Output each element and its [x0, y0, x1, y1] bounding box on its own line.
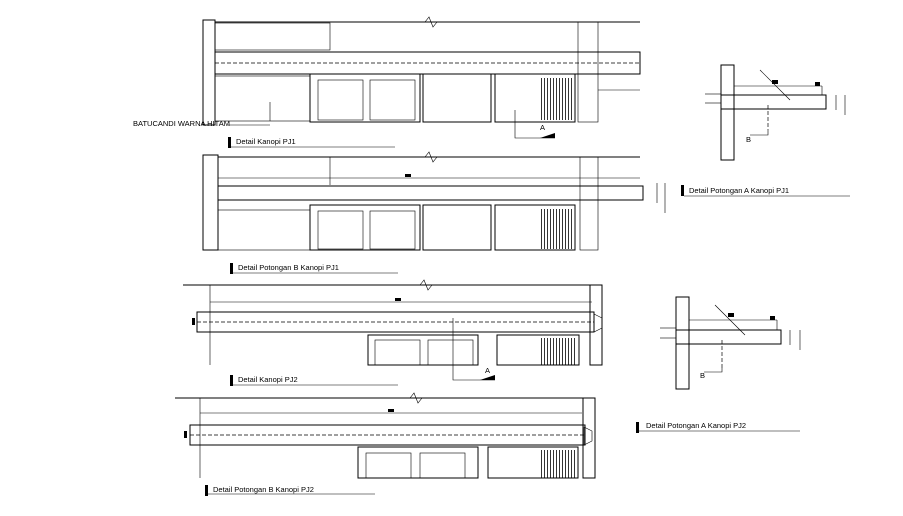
elevation-kanopi-pj2: A Detail Kanopi PJ2	[183, 279, 603, 386]
section-marker-b: B	[746, 135, 751, 144]
section-marker-a: A	[540, 123, 545, 132]
title-kanopi-pj1: Detail Kanopi PJ1	[236, 137, 296, 146]
material-note: BATUCANDI WARNA HITAM	[133, 119, 230, 128]
title-potongan-a-pj2: Detail Potongan A Kanopi PJ2	[646, 421, 746, 430]
elevation-potongan-b-pj1: Detail Potongan A Kanopi PJ1 Detail Poto…	[202, 151, 850, 274]
section-marker-a-pj2: A	[485, 366, 490, 375]
title-potongan-b-pj1: Detail Potongan B Kanopi PJ1	[238, 263, 339, 272]
title-potongan-a-pj1: Detail Potongan A Kanopi PJ1	[689, 186, 789, 195]
elevation-potongan-b-pj2: Detail Potongan A Kanopi PJ2 Detail Poto…	[175, 392, 800, 496]
section-a-pj1: B	[705, 64, 846, 161]
elevation-kanopi-pj1: A BATUCANDI WARNA HITAM Detail Kanopi PJ…	[133, 16, 641, 148]
section-marker-b-pj2: B	[700, 371, 705, 380]
title-kanopi-pj2: Detail Kanopi PJ2	[238, 375, 298, 384]
title-potongan-b-pj2: Detail Potongan B Kanopi PJ2	[213, 485, 314, 494]
section-a-pj2: B	[660, 296, 801, 390]
